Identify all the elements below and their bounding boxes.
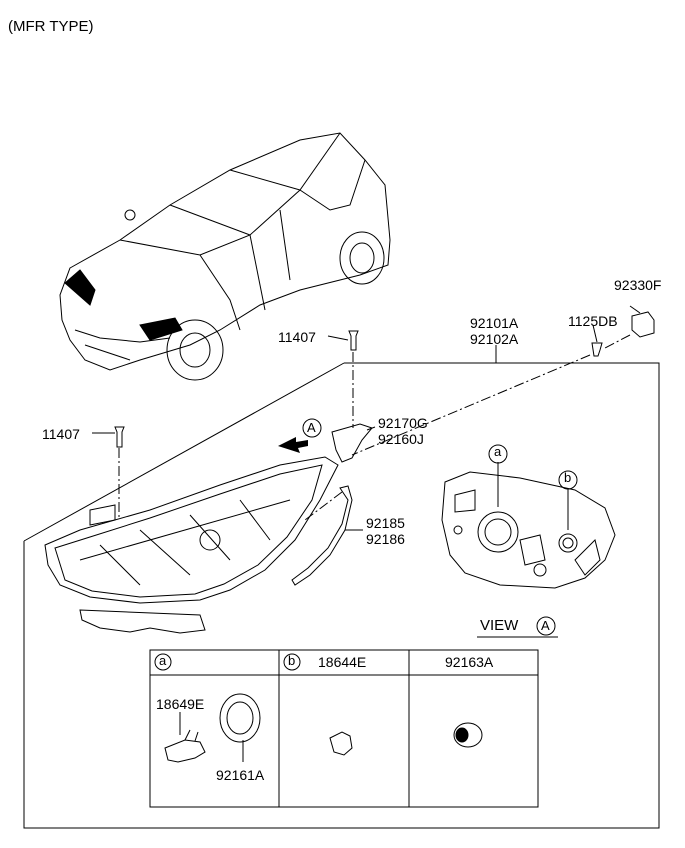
headlamp-assembly <box>44 456 339 604</box>
bolt-left <box>114 426 125 448</box>
part-label-connector: 92330F <box>614 277 662 293</box>
table-marker-b: b <box>288 653 296 668</box>
part-label-assembly-1: 92101A <box>470 315 519 331</box>
assembly-frame <box>23 362 660 829</box>
part-label-bracket-2: 92160J <box>378 431 424 447</box>
table-part-bulb: 18649E <box>156 696 205 712</box>
socket-ring <box>219 693 261 743</box>
part-label-seal-1: 92185 <box>366 515 405 531</box>
bolt-upper <box>348 330 359 351</box>
part-label-bolt-left: 11407 <box>42 426 80 442</box>
parts-table <box>149 649 539 808</box>
part-label-screw: 1125DB <box>568 313 618 329</box>
table-part-socket: 92161A <box>216 767 265 783</box>
wedge-bulb <box>329 731 353 756</box>
view-marker: A <box>541 618 550 633</box>
view-arrow <box>278 437 308 453</box>
bulb-cap <box>453 722 483 748</box>
part-label-assembly-2: 92102A <box>470 331 519 347</box>
table-marker-a: a <box>159 653 167 668</box>
table-part-cap: 92163A <box>445 654 494 670</box>
seal-strip <box>291 485 353 586</box>
view-label: VIEW <box>480 617 519 634</box>
arrow-callout-a: A <box>307 420 316 435</box>
connector <box>631 311 655 338</box>
callout-a: a <box>494 444 502 459</box>
part-label-bracket-1: 92170G <box>378 415 428 431</box>
callout-b: b <box>564 470 572 485</box>
h-bulb <box>164 739 206 763</box>
screw <box>591 342 603 357</box>
type-note: (MFR TYPE) <box>8 18 94 35</box>
car-illustration <box>59 132 391 381</box>
lower-bracket <box>79 609 206 634</box>
table-part-wedge-bulb: 18644E <box>318 654 367 670</box>
side-bracket <box>331 423 373 463</box>
rear-view-a <box>441 471 616 589</box>
part-label-bolt-upper: 11407 <box>278 329 316 345</box>
part-label-seal-2: 92186 <box>366 531 405 547</box>
